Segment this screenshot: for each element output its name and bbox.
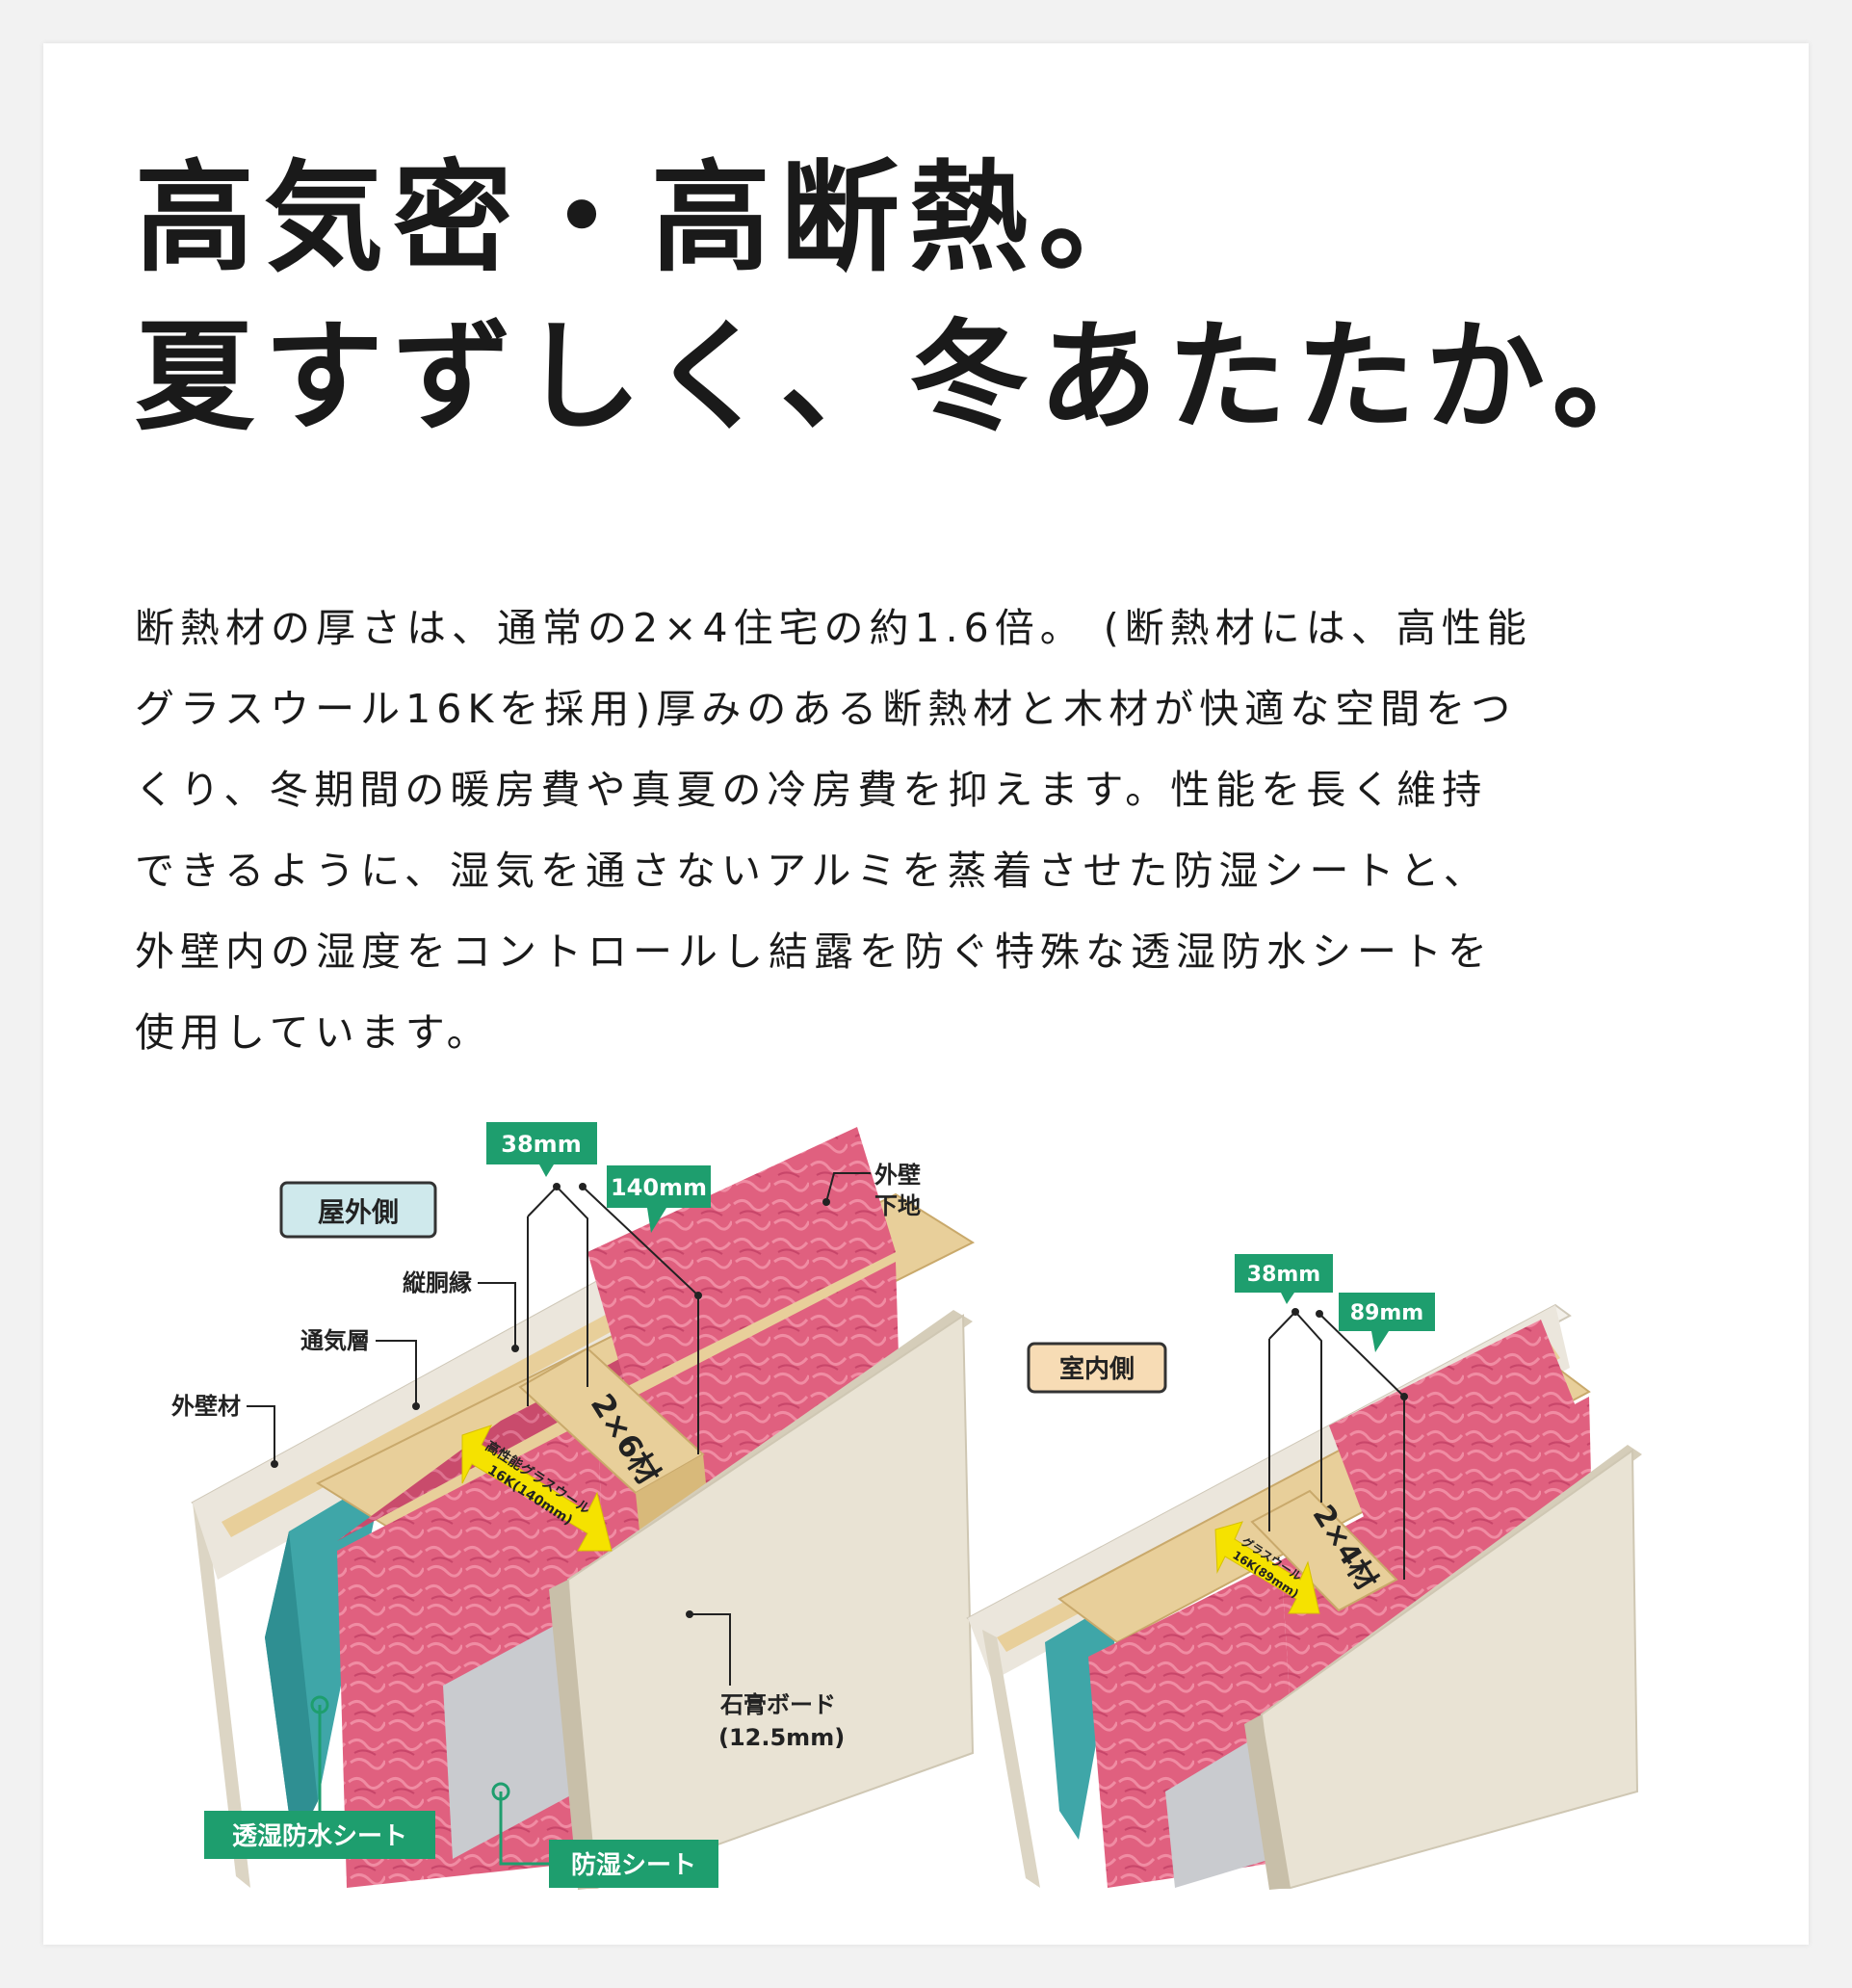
label-outer-base-1: 外壁 [874, 1162, 921, 1189]
description-line: 使用しています。 [135, 1009, 492, 1056]
description-line: グラスウール16Kを採用)厚みのある断熱材と木材が快適な空間をつ [135, 686, 1517, 732]
tag-vapor-sheet: 防湿シート [571, 1851, 696, 1880]
description-line: 断熱材の厚さは、通常の2×4住宅の約1.6倍。 (断熱材には、高性能 [135, 605, 1532, 651]
dim-89mm: 89mm [1350, 1301, 1423, 1325]
dim-38mm-left: 38mm [501, 1131, 581, 1158]
description-line: くり、冬期間の暖房費や真夏の冷房費を抑えます。性能を長く維持 [135, 767, 1488, 813]
label-siding: 外壁材 [171, 1393, 241, 1420]
description-line: 外壁内の湿度をコントロールし結露を防ぐ特殊な透湿防水シートを [135, 929, 1493, 975]
headline-line-1: 高気密・高断熱。 [135, 149, 1168, 288]
label-air-layer: 通気層 [300, 1327, 370, 1354]
label-outer-base-2: 下地 [874, 1192, 921, 1219]
label-gypsum-1: 石膏ボード [719, 1691, 836, 1718]
dim-38mm-right: 38mm [1247, 1263, 1320, 1287]
label-gypsum-2: (12.5mm) [718, 1724, 845, 1751]
description-line: できるように、湿気を通さないアルミを蒸着させた防湿シートと、 [135, 848, 1489, 894]
headline-line-2: 夏すずしく、冬あたたか。 [135, 308, 1682, 447]
headline: 高気密・高断熱。 夏すずしく、冬あたたか。 [135, 140, 1682, 458]
indoor-side-label: 室内側 [1059, 1354, 1135, 1384]
label-furring: 縦胴縁 [403, 1269, 472, 1296]
tag-breathable-sheet: 透湿防水シート [232, 1822, 407, 1851]
description: 断熱材の厚さは、通常の2×4住宅の約1.6倍。 (断熱材には、高性能 グラスウー… [135, 588, 1734, 1073]
dim-140mm: 140mm [611, 1174, 707, 1201]
outdoor-side-label: 屋外側 [318, 1196, 399, 1228]
